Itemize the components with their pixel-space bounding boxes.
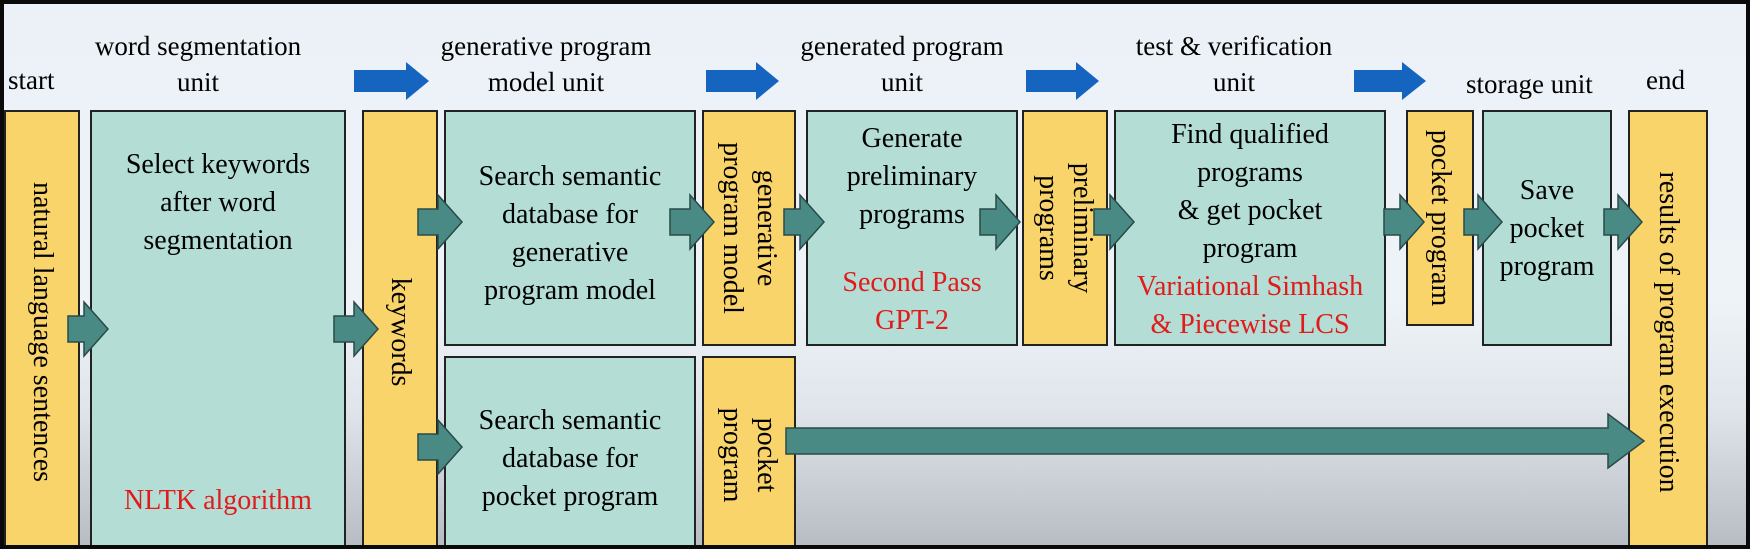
blue-arrow-2 (706, 62, 779, 100)
results-of-program-execution-box: results of program execution (1628, 110, 1708, 545)
blue-arrow-4 (1354, 62, 1426, 100)
teal-flow-arrows (67, 193, 1646, 476)
blue-flow-arrows (354, 62, 1426, 100)
teal-arrow-select-to-keywords (333, 300, 380, 358)
teal-arrow-sentences-to-select (67, 300, 110, 358)
arrows-layer (67, 62, 1646, 476)
teal-arrow-pocket-to-save (1463, 193, 1504, 251)
header-start: start (8, 65, 55, 95)
variational-simhash-label: Variational Simhash& Piecewise LCS (1136, 271, 1364, 340)
teal-arrow-keywords-to-search-gen (417, 193, 464, 251)
blue-arrow-1 (354, 62, 429, 100)
teal-arrow-find-to-pocket (1383, 193, 1426, 251)
nltk-algorithm-label: NLTK algorithm (124, 485, 312, 516)
header-storage-unit: storage unit (1466, 69, 1593, 99)
teal-arrow-pocket-to-results-long (785, 412, 1646, 470)
blue-arrow-3 (1026, 62, 1099, 100)
teal-arrow-gen-model-to-generate (783, 193, 826, 251)
teal-arrow-keywords-to-search-pocket (417, 418, 464, 476)
header-end: end (1646, 65, 1685, 95)
teal-arrow-generate-to-preliminary (979, 193, 1022, 251)
teal-arrow-search-to-gen-model (669, 193, 716, 251)
teal-arrow-preliminary-to-find (1093, 193, 1136, 251)
teal-arrow-save-to-results (1603, 193, 1644, 251)
